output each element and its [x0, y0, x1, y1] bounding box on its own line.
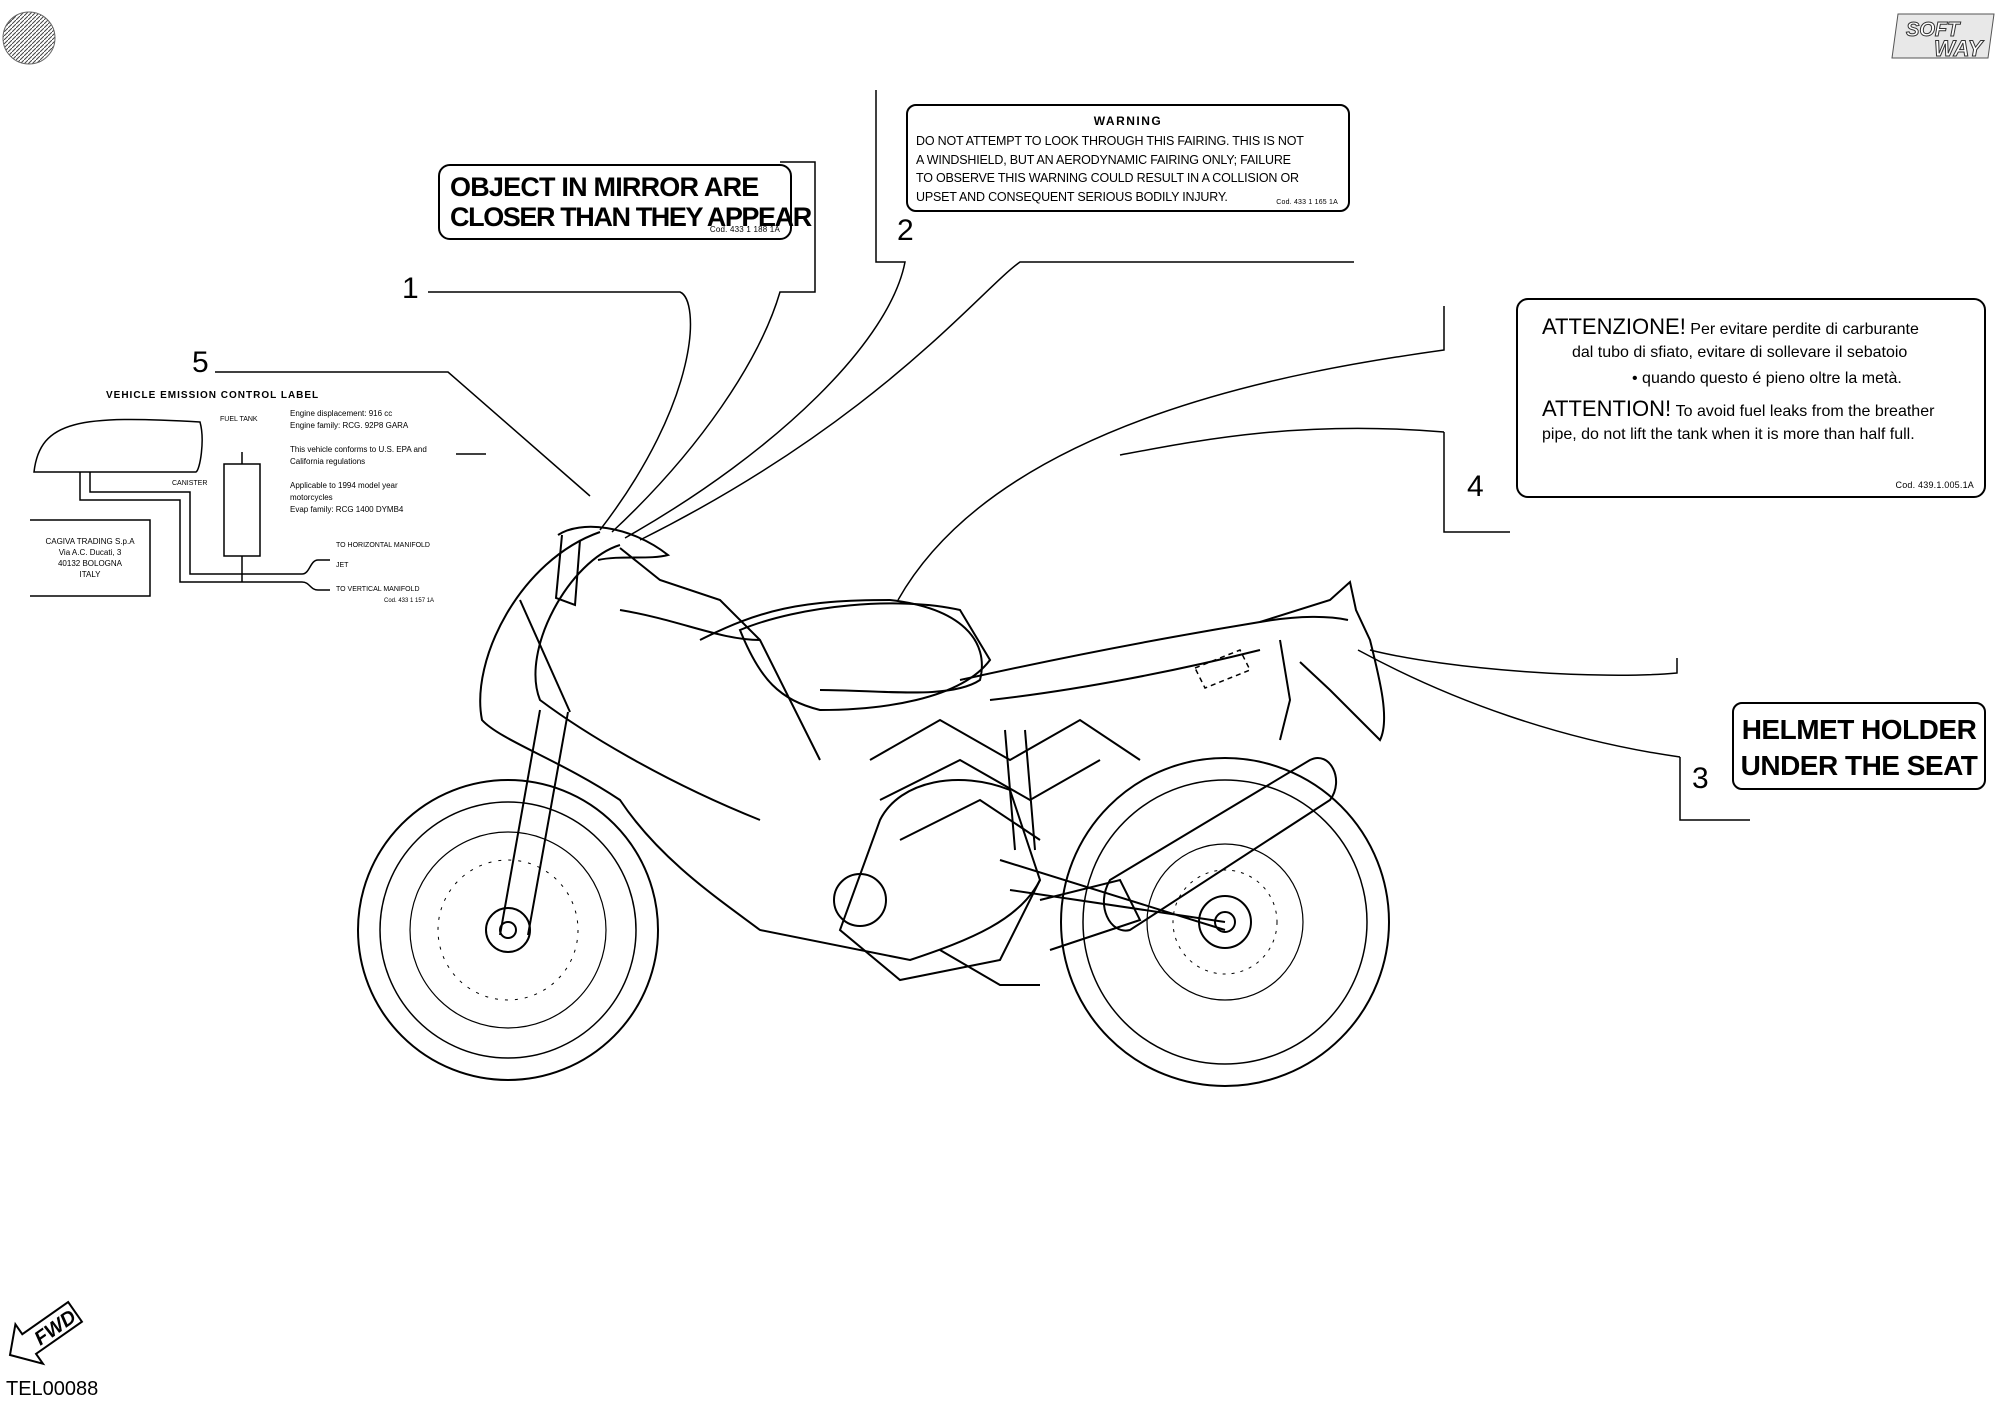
maker-box [30, 519, 151, 597]
emission-schematic [30, 418, 330, 597]
fuel-en-line1: To avoid fuel leaks from the breather [1675, 403, 1935, 420]
fuel-it-line3: • quando questo é pieno oltre la metà. [1632, 370, 1902, 387]
label-helmet: HELMET HOLDER UNDER THE SEAT [1732, 702, 1986, 790]
warning-line3: TO OBSERVE THIS WARNING COULD RESULT IN … [916, 171, 1299, 185]
emission-jet: JET [336, 562, 349, 569]
rear-wheel [1060, 757, 1390, 1087]
logo-line2: WAY [1934, 36, 1985, 61]
emission-maker1: CAGIVA TRADING S.p.A [45, 537, 135, 546]
emission-engine-family: Engine family: RCG. 92P8 GARA [290, 421, 409, 430]
warning-title: WARNING [1093, 114, 1163, 128]
warning-line1: DO NOT ATTEMPT TO LOOK THROUGH THIS FAIR… [916, 134, 1304, 148]
emission-title: VEHICLE EMISSION CONTROL LABEL [106, 390, 320, 401]
softway-logo-icon: SOFT WAY [1891, 13, 1995, 62]
fuel-it-lead: ATTENZIONE! [1542, 314, 1686, 339]
label-fuel: ATTENZIONE! Per evitare perdite di carbu… [1516, 298, 1986, 498]
logo-line1: SOFT [1906, 19, 1961, 41]
fuel-tank-shape [33, 418, 203, 473]
seat [959, 615, 1349, 681]
emission-applicable2: motorcycles [290, 493, 333, 502]
mirror-line2: CLOSER THAN THEY APPEAR [450, 202, 812, 232]
emission-applicable1: Applicable to 1994 model year [290, 481, 398, 490]
callout-4: 4 [1467, 470, 1484, 503]
callout-1: 1 [402, 272, 419, 305]
fwd-arrow-icon: FWD [8, 1300, 84, 1366]
emission-maker3: 40132 BOLOGNA [57, 559, 123, 568]
emission-code: Cod. 433 1 157 1A [384, 598, 435, 604]
emission-conforms1: This vehicle conforms to U.S. EPA and [290, 445, 427, 454]
emission-canister: CANISTER [172, 480, 208, 487]
callout-2: 2 [897, 214, 914, 247]
callout-3: 3 [1692, 762, 1709, 795]
tail [1259, 580, 1386, 742]
emission-maker4: ITALY [79, 570, 101, 579]
motorcycle-illustration [357, 525, 1390, 1087]
label-mirror: OBJECT IN MIRROR ARE CLOSER THAN THEY AP… [438, 164, 812, 240]
front-fairing [479, 531, 1041, 962]
exhaust [1102, 757, 1337, 932]
emission-maker2: Via A.C. Ducati, 3 [58, 548, 122, 557]
mirror-code: Cod. 433 1 188 1A [709, 225, 780, 234]
fuel-code: Cod. 439.1.005.1A [1895, 480, 1974, 490]
fuel-it-line2: dal tubo di sfiato, evitare di sollevare… [1572, 344, 1908, 361]
warning-line4: UPSET AND CONSEQUENT SERIOUS BODILY INJU… [916, 189, 1228, 204]
emission-fuel-tank: FUEL TANK [220, 416, 258, 423]
emission-engine-disp: Engine displacement: 916 cc [290, 409, 393, 418]
fuel-tank [738, 602, 992, 712]
fuel-en-lead: ATTENTION! [1542, 396, 1672, 421]
engine [838, 779, 1042, 982]
fuel-it-line1: Per evitare perdite di carburante [1690, 321, 1919, 338]
emission-evap: Evap family: RCG 1400 DYMB4 [290, 505, 404, 514]
warning-code: Cod. 433 1 165 1A [1276, 199, 1338, 206]
helmet-line2: UNDER THE SEAT [1740, 750, 1978, 781]
leader-lines [215, 90, 1750, 821]
mirror-line1: OBJECT IN MIRROR ARE [450, 172, 759, 202]
drawing-code: TEL00088 [6, 1378, 99, 1400]
front-wheel [357, 779, 659, 1081]
helmet-line1: HELMET HOLDER [1741, 714, 1977, 745]
canister-shape [223, 463, 261, 557]
callout-5: 5 [192, 346, 209, 379]
emission-to-horizontal: TO HORIZONTAL MANIFOLD [336, 542, 430, 549]
label-warning: WARNING DO NOT ATTEMPT TO LOOK THROUGH T… [906, 104, 1350, 212]
fuel-en-line2: pipe, do not lift the tank when it is mo… [1542, 426, 1915, 443]
warning-line2: A WINDSHIELD, BUT AN AERODYNAMIC FAIRING… [916, 152, 1291, 167]
emission-conforms2: California regulations [290, 457, 366, 466]
corner-disc-icon [2, 11, 56, 65]
emission-to-vertical: TO VERTICAL MANIFOLD [336, 586, 420, 593]
swingarm [999, 859, 1226, 931]
